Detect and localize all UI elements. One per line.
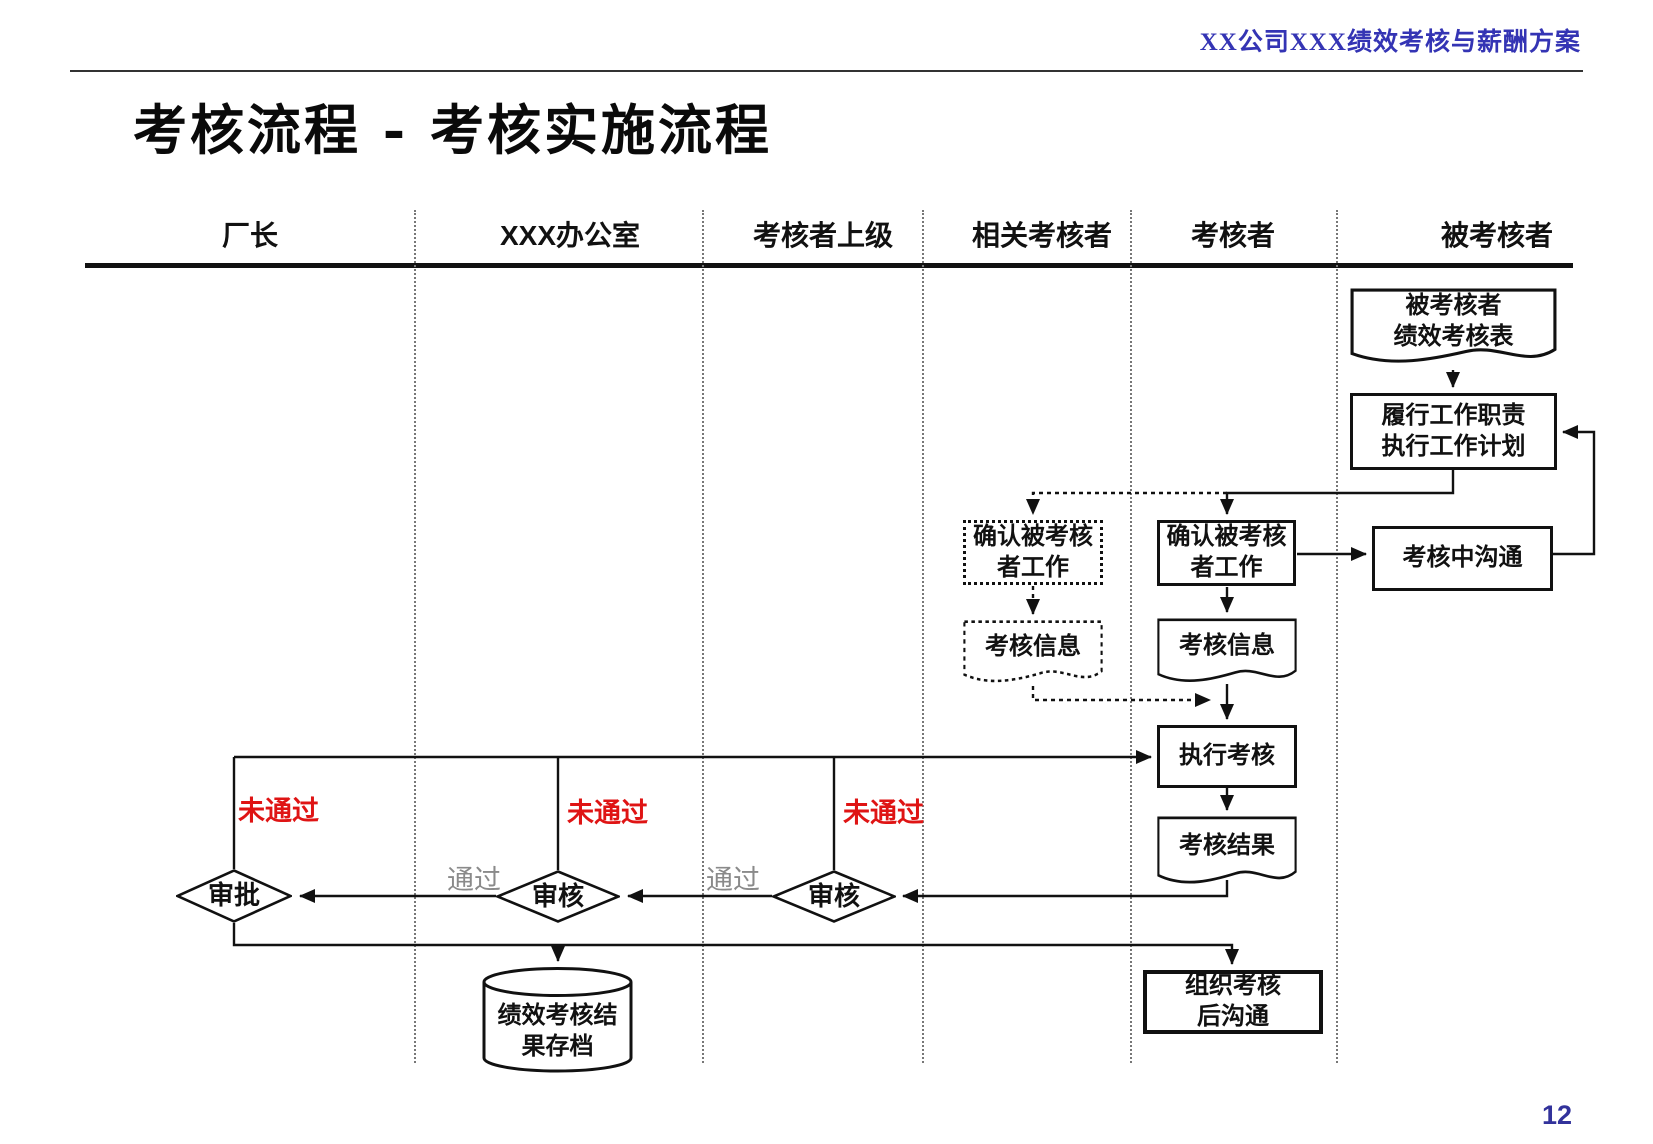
node-execute-appraisal: 执行考核 [1157,725,1297,788]
page-title: 考核流程 - 考核实施流程 [133,98,773,162]
lane-header-factory-director: 厂长 [221,220,279,251]
edge-info-related-merge [1031,686,1211,707]
lane-header-appraisee: 被考核者 [1440,220,1554,251]
document-shape [1157,618,1297,682]
edge-approve-to-postcomm [232,923,1239,965]
node-label: 考核信息 [1179,631,1275,659]
node-confirm-work-appraiser: 确认被考核 者工作 [1157,520,1296,586]
node-info-related: 考核信息 [963,620,1103,690]
lane-header-appraiser: 考核者 [1190,220,1276,251]
document-shape [1350,288,1557,363]
edge-label-pass-review-office: 通过 [447,865,501,895]
document-dotted-shape [963,620,1103,683]
node-review-office: 审核 [496,870,620,923]
node-label: 确认被考核 者工作 [973,522,1093,581]
node-info-appraiser: 考核信息 [1157,618,1297,690]
edge-result-to-review-superior [902,880,1229,903]
node-label: 审核 [531,880,584,911]
edge-midcomm-feedback [1553,425,1596,556]
edge-label-fail-review-superior: 未通过 [843,798,924,828]
page-number: 12 [1541,1100,1572,1130]
database-cylinder-shape [482,967,633,1073]
node-approve: 审批 [176,869,292,923]
node-confirm-work-related: 确认被考核 者工作 [963,520,1103,585]
header-rule [70,70,1583,72]
node-label: 审核 [807,880,860,911]
lane-divider [702,210,704,1063]
edge-duties-to-confirm [1220,470,1455,515]
lane-divider [1336,210,1338,1063]
node-appraisal-result: 考核结果 [1157,816,1297,892]
node-appraisee-form: 被考核者 绩效考核表 [1350,288,1557,372]
decision-diamond-shape [772,870,896,923]
node-label: 履行工作职责 执行工作计划 [1381,401,1526,460]
node-post-communication: 组织考核 后沟通 [1143,970,1323,1034]
decision-diamond-shape [496,870,620,923]
node-label: 审批 [207,880,260,911]
lane-divider [922,210,924,1063]
lane-header-related-appraiser: 相关考核者 [971,220,1113,251]
swimlane-header-rule [85,263,1573,268]
node-label: 绩效考核结 果存档 [497,1002,618,1060]
node-label: 组织考核 后沟通 [1185,972,1281,1030]
edge-duties-to-confirm-related [1026,491,1227,515]
edge-label-fail-review-office: 未通过 [567,798,648,828]
node-label: 执行考核 [1179,742,1275,770]
node-mid-communication: 考核中沟通 [1372,526,1553,591]
decision-diamond-shape [176,869,292,923]
document-shape [1157,816,1297,884]
node-label: 考核中沟通 [1402,544,1523,572]
node-perform-duties: 履行工作职责 执行工作计划 [1350,393,1557,470]
node-label: 确认被考核 者工作 [1166,523,1287,581]
node-label: 考核信息 [985,632,1081,660]
node-label: 被考核者 绩效考核表 [1393,292,1514,350]
lane-divider [1130,210,1132,1063]
node-review-superior: 审核 [772,870,896,923]
node-archive: 绩效考核结 果存档 [482,966,633,1074]
edge-label-fail-approve: 未通过 [238,796,319,826]
document-header-title: XX公司XXX绩效考核与薪酬方案 [1199,29,1581,56]
node-label: 考核结果 [1179,831,1275,859]
lane-header-appraiser-superior: 考核者上级 [752,220,894,251]
edge-label-pass-review-superior: 通过 [706,865,760,895]
lane-divider [414,210,416,1063]
lane-header-office: XXX办公室 [499,220,641,251]
